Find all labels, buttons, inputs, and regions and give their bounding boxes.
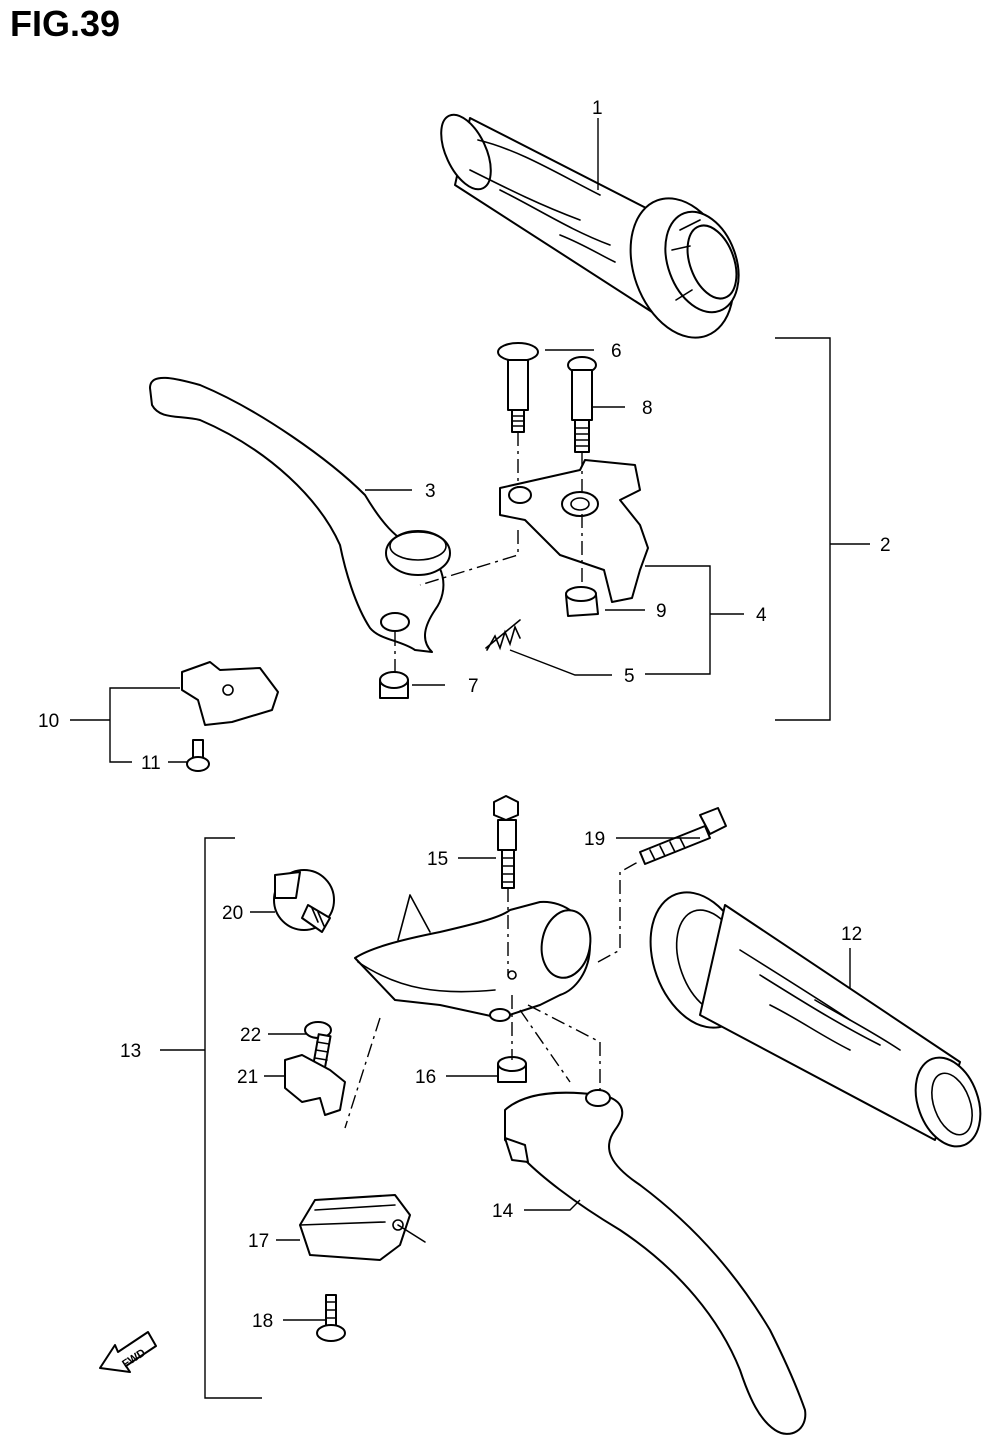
callout-3: 3 [425, 481, 436, 502]
screw-8 [567, 356, 597, 453]
callout-21: 21 [237, 1067, 258, 1088]
callout-20: 20 [222, 903, 243, 924]
callout-6: 6 [611, 341, 622, 362]
adjuster-20 [273, 869, 335, 933]
callout-15: 15 [427, 849, 448, 870]
nut-7 [379, 671, 409, 699]
callout-9: 9 [656, 601, 667, 622]
callout-1: 1 [592, 98, 603, 119]
clip-21 [284, 1054, 346, 1116]
callout-22: 22 [240, 1025, 261, 1046]
callout-18: 18 [252, 1311, 273, 1332]
spring-5 [485, 619, 521, 651]
callout-16: 16 [415, 1067, 436, 1088]
screw-18 [316, 1294, 346, 1342]
callout-8: 8 [642, 398, 653, 419]
callout-19: 19 [584, 829, 605, 850]
screw-22 [304, 1021, 332, 1069]
callout-2: 2 [880, 535, 891, 556]
lever-lower-14 [504, 1089, 807, 1435]
bolt-19 [639, 807, 727, 865]
lever-holder-13 [354, 894, 592, 1022]
switch-10 [181, 661, 279, 726]
nut-16 [497, 1056, 527, 1083]
bracket-2 [775, 337, 831, 721]
throttle-grip [440, 113, 740, 339]
bolt-15 [493, 795, 519, 889]
left-grip-12 [649, 891, 982, 1148]
clutch-lever-upper [149, 376, 451, 653]
nut-9 [565, 586, 599, 617]
bracket-13 [204, 837, 262, 1399]
callout-13: 13 [120, 1041, 141, 1062]
callout-11: 11 [141, 753, 161, 774]
fwd-arrow-icon: FWD [99, 1331, 157, 1373]
callout-5: 5 [624, 666, 635, 687]
callout-12: 12 [841, 924, 862, 945]
callout-7: 7 [468, 676, 479, 697]
callout-10: 10 [38, 711, 59, 732]
figure-title: FIG.39 [10, 3, 121, 44]
callout-4: 4 [756, 605, 767, 626]
lever-holder-4 [499, 459, 649, 603]
bolt-6 [497, 342, 539, 433]
callout-17: 17 [248, 1231, 269, 1252]
switch-17 [299, 1194, 426, 1261]
callout-14: 14 [492, 1201, 514, 1222]
screw-11 [186, 739, 210, 772]
